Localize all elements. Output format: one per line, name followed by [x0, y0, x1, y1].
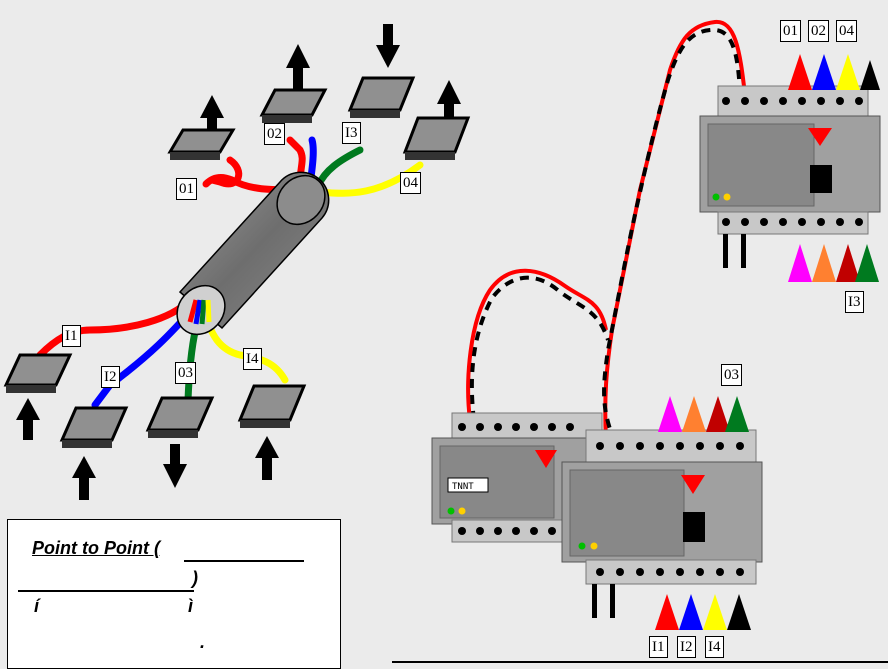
label-i3-side: I3 — [845, 291, 864, 313]
caption-close-paren: ) — [192, 568, 198, 588]
label-cable-o3: 03 — [175, 362, 196, 384]
caption-dot: . — [200, 632, 206, 652]
caption-box: Point to Point ( ) í ì . — [7, 519, 341, 669]
label-i4-bottom: I4 — [705, 636, 724, 658]
module-upper — [699, 85, 881, 268]
caption-char-1: í — [34, 596, 40, 616]
label-i2-bottom: I2 — [677, 636, 696, 658]
label-cable-i4: I4 — [243, 348, 262, 370]
triangles-bottom-inputs — [655, 594, 751, 630]
caption-underline-2 — [18, 590, 194, 592]
sensor-i2 — [59, 406, 129, 500]
label-cable-i1: I1 — [62, 325, 81, 347]
sensor-o3 — [145, 396, 215, 488]
sensor-i1 — [3, 353, 73, 440]
bottom-divider — [392, 661, 888, 663]
caption-char-2: ì — [188, 596, 194, 616]
triangles-top-outputs — [788, 54, 880, 90]
sensor-o2 — [259, 44, 328, 123]
label-cable-i2: I2 — [101, 366, 120, 388]
triangles-lower-inputs — [658, 396, 749, 432]
label-cable-o2: 02 — [264, 123, 285, 145]
cable-body — [176, 171, 330, 336]
label-o1-top: 01 — [780, 20, 801, 42]
triangles-upper-inputs — [788, 244, 879, 282]
sensor-i3 — [347, 24, 416, 118]
module-lower-front — [561, 429, 763, 618]
label-o2-top: 02 — [808, 20, 829, 42]
caption-title: Point to Point ( — [32, 538, 160, 558]
label-i1-bottom: I1 — [649, 636, 668, 658]
sensor-o1 — [167, 95, 236, 160]
label-cable-o4: 04 — [400, 172, 421, 194]
label-o3-mid: 03 — [721, 364, 742, 386]
label-cable-o1: 01 — [176, 178, 197, 200]
label-o4-top: 04 — [836, 20, 857, 42]
label-cable-i3: I3 — [342, 122, 361, 144]
twisted-cable — [466, 19, 747, 441]
module-front-label: TNNT — [452, 482, 474, 492]
sensor-o4 — [402, 80, 471, 160]
caption-underline-1 — [184, 560, 304, 562]
sensor-i4 — [237, 384, 307, 480]
